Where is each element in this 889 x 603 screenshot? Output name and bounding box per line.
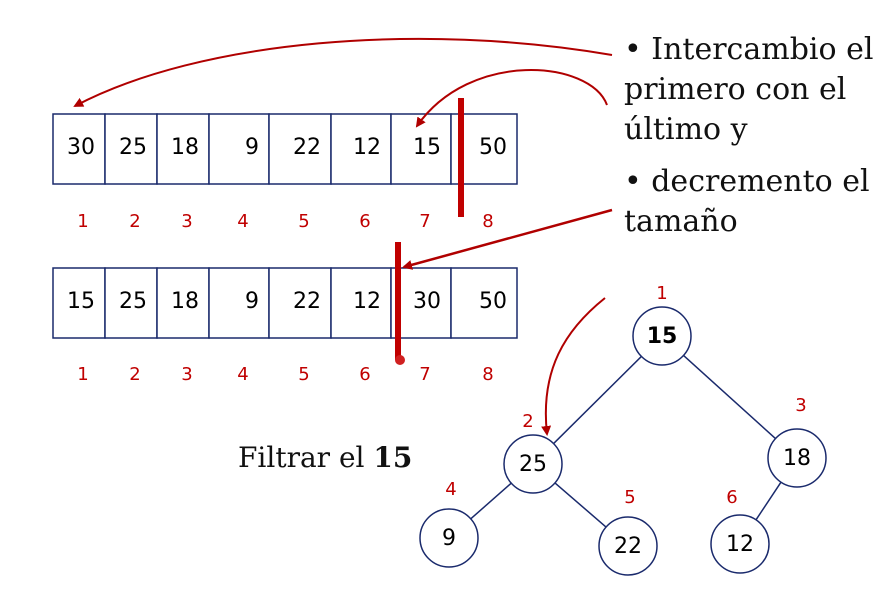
array-index-label: 5	[298, 211, 309, 232]
array-index-label: 7	[419, 364, 430, 385]
array-cell	[450, 267, 518, 339]
tree-node-circle	[767, 428, 827, 488]
filter-caption-text: Filtrar el	[238, 441, 365, 474]
array-index-label: 2	[129, 211, 140, 232]
tree-node-value: 18	[783, 446, 811, 471]
array-cell-value: 30	[67, 135, 95, 160]
tree-node-index: 4	[445, 479, 456, 500]
array-cell-value: 50	[479, 289, 507, 314]
decrement-arrow	[402, 208, 613, 270]
tree-edge	[554, 482, 607, 528]
array-cell-value: 18	[171, 135, 199, 160]
tree-node: 15 1	[632, 283, 692, 366]
tree-node-index: 6	[726, 487, 737, 508]
array-index-label: 5	[298, 364, 309, 385]
tree-node-value: 12	[726, 532, 754, 557]
tree-node-circle	[503, 434, 563, 494]
array-cell-value: 30	[413, 289, 441, 314]
tree-edge	[470, 482, 512, 520]
tree-node-index: 1	[656, 283, 667, 304]
tree-node-index: 5	[624, 487, 635, 508]
tree-node-value: 22	[614, 534, 642, 559]
array-index-label: 6	[359, 364, 370, 385]
array-cell-value: 9	[245, 289, 259, 314]
bullet-decrement: • decremento el tamaño	[624, 164, 870, 239]
tree-node-circle	[598, 516, 658, 576]
tree-node-value: 15	[647, 324, 678, 349]
array-cell-value: 22	[293, 135, 321, 160]
swap-arrow-last	[415, 69, 608, 128]
tree-node-index: 2	[522, 411, 533, 432]
filter-caption: Filtrar el 15	[238, 441, 412, 474]
array-cell	[52, 113, 106, 185]
array-cell-value: 25	[119, 289, 147, 314]
swap-arrow-first	[73, 37, 613, 107]
array-cell-value: 50	[479, 135, 507, 160]
array-cell-value: 18	[171, 289, 199, 314]
tree-node-index: 3	[795, 395, 806, 416]
tree-node: 12 6	[710, 487, 770, 574]
tree-node-circle	[632, 306, 692, 366]
array-index-label: 4	[237, 211, 248, 232]
bullet-swap: • Intercambio el primero con el último y	[624, 32, 874, 147]
tree-node-circle	[710, 514, 770, 574]
tree-edge	[683, 354, 776, 440]
tree-node-circle	[419, 508, 479, 568]
array-index-label: 4	[237, 364, 248, 385]
tree-node: 25 2	[503, 411, 563, 494]
array-index-label: 7	[419, 211, 430, 232]
array-cell	[156, 113, 210, 185]
array-index-label: 1	[77, 364, 88, 385]
filter-arrow	[541, 297, 606, 436]
array-cell	[330, 113, 392, 185]
divider-dot	[395, 355, 405, 365]
tree-node-value: 9	[442, 526, 456, 551]
array-index-label: 3	[181, 211, 192, 232]
array-cell	[208, 113, 270, 185]
array-index-label: 1	[77, 211, 88, 232]
filter-caption-value: 15	[373, 441, 413, 474]
array-index-label: 3	[181, 364, 192, 385]
tree-node: 94	[419, 479, 479, 568]
array-cell-value: 12	[353, 289, 381, 314]
array-index-label: 8	[482, 211, 493, 232]
array-cell-value: 15	[413, 135, 441, 160]
array-cell-value: 22	[293, 289, 321, 314]
array-cell	[208, 267, 270, 339]
tree-node-value: 25	[519, 452, 547, 477]
array-row-1: 30 1 25 2 18 3 9 4 22 5 12 6 15 7 50 8	[52, 113, 518, 232]
array-cell	[156, 267, 210, 339]
array-cell-value: 15	[67, 289, 95, 314]
arrays: 30 1 25 2 18 3 9 4 22 5 12 6 15 7 50 8 15 1 25 2 18 3 9 4 22 5 12 6…	[52, 113, 518, 385]
array-cell-value: 25	[119, 135, 147, 160]
tree-node: 18 3	[767, 395, 827, 488]
array-row-2: 15 1 25 2 18 3 9 4 22 5 12 6 30 7 50 8	[52, 267, 518, 385]
array-index-label: 2	[129, 364, 140, 385]
tree-edge	[553, 355, 642, 445]
tree-node: 22 5	[598, 487, 658, 576]
array-cell	[268, 113, 332, 185]
array-cell	[52, 267, 106, 339]
array-cell-value: 12	[353, 135, 381, 160]
tree-edge	[755, 481, 782, 521]
array-cell	[268, 267, 332, 339]
array-index-label: 8	[482, 364, 493, 385]
array-index-label: 6	[359, 211, 370, 232]
array-cell-value: 9	[245, 135, 259, 160]
